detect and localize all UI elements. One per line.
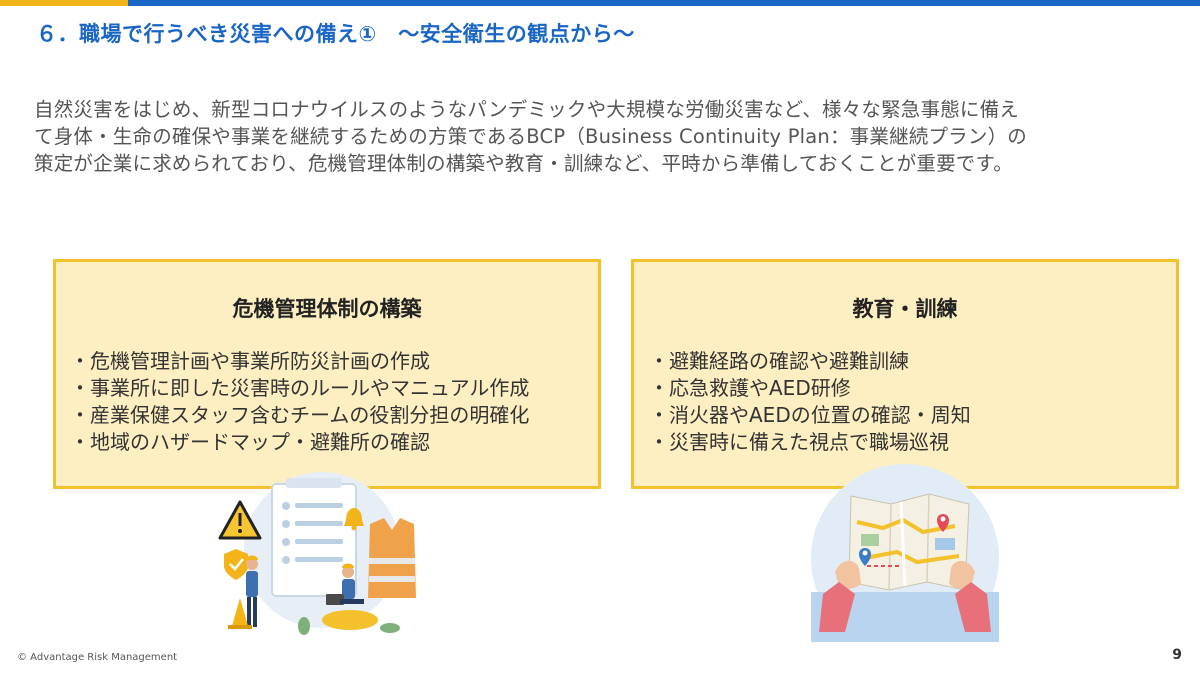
top-accent-bar — [0, 0, 1200, 6]
list-item: ・事業所に即した災害時のルールやマニュアル作成 — [70, 376, 530, 400]
list-item: ・災害時に備えた視点で職場巡視 — [649, 430, 949, 454]
plant-icon — [298, 617, 400, 635]
worker-with-laptop-figure — [322, 563, 378, 630]
top-bar-gold-segment — [0, 0, 128, 6]
list-item: ・消火器やAEDの位置の確認・周知 — [649, 403, 971, 427]
page-number: 9 — [1172, 647, 1182, 663]
list-item: ・応急救護やAED研修 — [649, 376, 851, 400]
safety-vest-icon — [368, 518, 416, 598]
crisis-management-box: 危機管理体制の構築 ・危機管理計画や事業所防災計画の作成 ・事業所に即した災害時… — [53, 259, 601, 489]
slide-title: ６．職場で行うべき災害への備え① ～安全衛生の観点から～ — [36, 22, 635, 46]
crisis-management-list: ・危機管理計画や事業所防災計画の作成 ・事業所に即した災害時のルールやマニュアル… — [70, 348, 529, 456]
map-hands-illustration — [811, 464, 999, 642]
education-training-box: 教育・訓練 ・避難経路の確認や避難訓練 ・応急救護やAED研修 ・消火器やAED… — [631, 259, 1179, 489]
traffic-cone-icon — [228, 598, 252, 629]
intro-paragraph: 自然災害をはじめ、新型コロナウイルスのようなパンデミックや大規模な労働災害など、… — [34, 96, 1164, 177]
safety-team-illustration — [218, 472, 416, 635]
hands-icon — [819, 560, 991, 632]
list-item: ・産業保健スタッフ含むチームの役割分担の明確化 — [70, 403, 530, 427]
list-item: ・危機管理計画や事業所防災計画の作成 — [70, 349, 430, 373]
list-item: ・避難経路の確認や避難訓練 — [649, 349, 909, 373]
copyright-notice: © Advantage Risk Management — [17, 652, 178, 663]
intro-line: て身体・生命の確保や事業を継続するための方策であるBCP（Business Co… — [34, 125, 1027, 148]
list-item: ・地域のハザードマップ・避難所の確認 — [70, 430, 430, 454]
education-training-heading: 教育・訓練 — [852, 297, 958, 321]
intro-line: 策定が企業に求められており、危機管理体制の構築や教育・訓練など、平時から準備して… — [34, 152, 1013, 175]
education-training-list: ・避難経路の確認や避難訓練 ・応急救護やAED研修 ・消火器やAEDの位置の確認… — [649, 348, 971, 456]
warning-triangle-icon — [218, 500, 262, 540]
worker-standing-figure — [246, 555, 258, 627]
intro-line: 自然災害をはじめ、新型コロナウイルスのようなパンデミックや大規模な労働災害など、… — [34, 98, 1020, 121]
shield-check-icon — [224, 549, 248, 580]
map-pin-icon — [859, 514, 949, 566]
crisis-management-heading: 危機管理体制の構築 — [232, 297, 422, 321]
bell-icon — [344, 508, 364, 531]
checklist-lines — [282, 502, 343, 564]
top-bar-blue-segment — [128, 0, 1200, 6]
